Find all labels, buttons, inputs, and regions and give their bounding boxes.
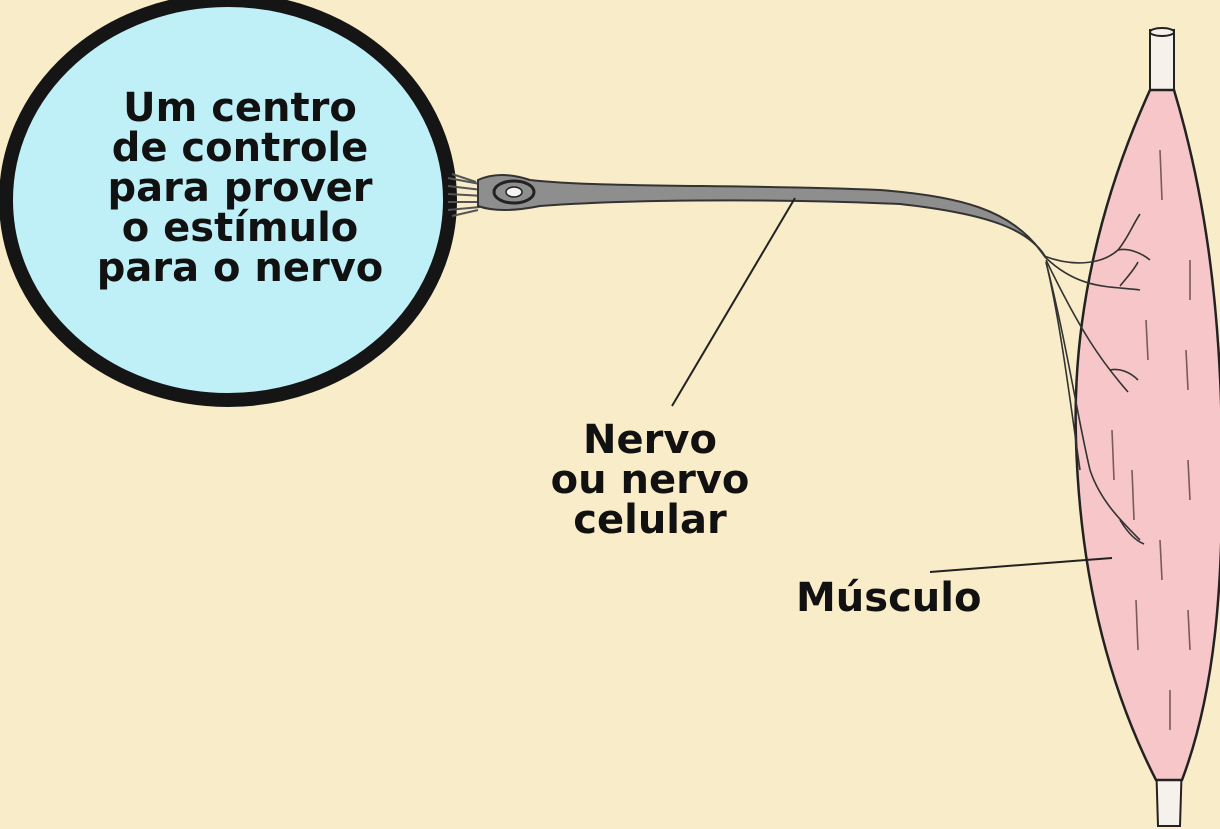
muscle-belly bbox=[1076, 90, 1220, 780]
muscle-label: Músculo bbox=[796, 578, 981, 618]
nerve-fiber bbox=[478, 175, 1046, 258]
nerve-label-line: ou nervo bbox=[520, 460, 780, 500]
control-center-line: para prover bbox=[70, 168, 410, 208]
nerve-leader-line bbox=[672, 198, 795, 406]
muscle-leader-line bbox=[930, 558, 1112, 572]
control-center-line: para o nervo bbox=[70, 248, 410, 288]
nerve-label: Nervo ou nervo celular bbox=[520, 420, 780, 540]
nerve-label-line: celular bbox=[520, 500, 780, 540]
control-center-line: Um centro bbox=[70, 88, 410, 128]
control-center-line: o estímulo bbox=[70, 208, 410, 248]
nerve-label-line: Nervo bbox=[520, 420, 780, 460]
control-center-line: de controle bbox=[70, 128, 410, 168]
control-center-label: Um centro de controle para prover o estí… bbox=[70, 88, 410, 288]
